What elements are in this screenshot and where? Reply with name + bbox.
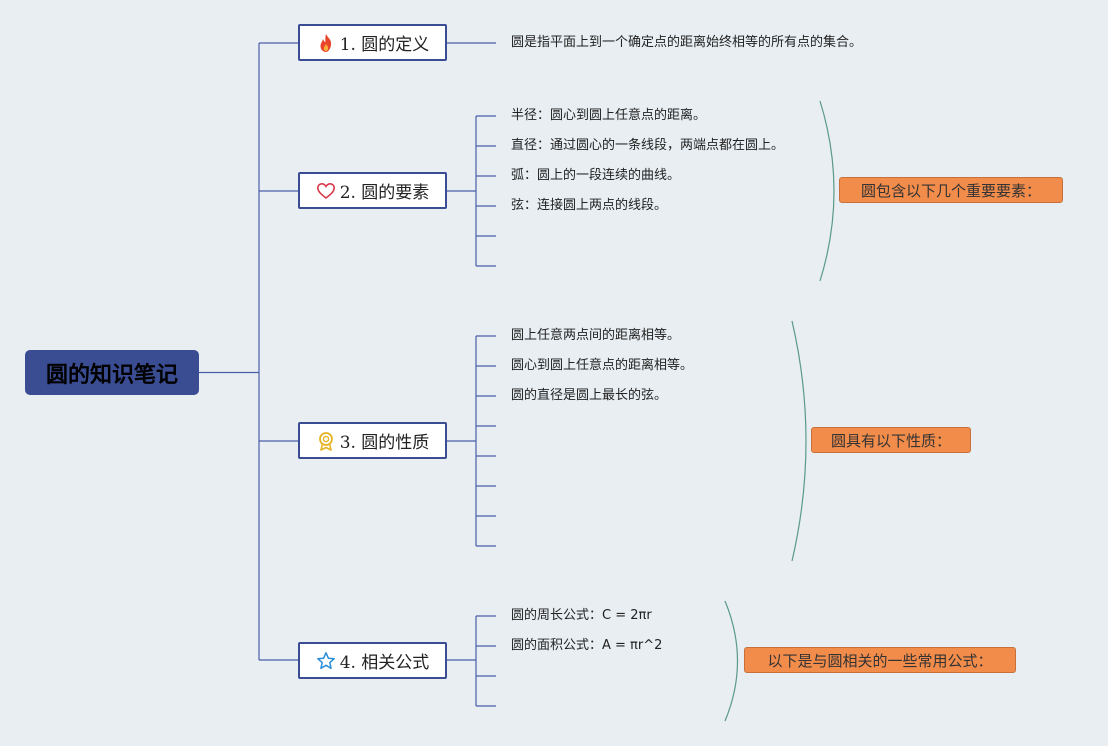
heart-icon	[316, 181, 336, 201]
branch-label: 3. 圆的性质	[339, 433, 430, 453]
root-topic[interactable]: 圆的知识笔记	[25, 350, 199, 395]
medal-icon	[316, 431, 336, 451]
branch-formulas[interactable]: 4. 相关公式	[298, 642, 447, 679]
leaf-item: 圆的面积公式：A = πr^2	[511, 638, 663, 653]
leaf-item: 半径：圆心到圆上任意点的距离。	[511, 108, 707, 123]
summary-formulas[interactable]: 以下是与圆相关的一些常用公式：	[744, 647, 1016, 673]
fire-icon	[316, 33, 336, 53]
branch-properties[interactable]: 3. 圆的性质	[298, 422, 447, 459]
leaf-item: 弧：圆上的一段连续的曲线。	[511, 168, 681, 183]
summary-label: 圆具有以下性质：	[830, 431, 951, 450]
branch-elements[interactable]: 2. 圆的要素	[298, 172, 447, 209]
summary-elements[interactable]: 圆包含以下几个重要要素：	[839, 177, 1063, 203]
branch-label: 4. 相关公式	[339, 653, 430, 673]
summary-properties[interactable]: 圆具有以下性质：	[811, 427, 971, 453]
summary-brace-2	[819, 100, 835, 282]
summary-label: 圆包含以下几个重要要素：	[860, 181, 1041, 200]
leaf-item: 圆心到圆上任意点的距离相等。	[511, 358, 694, 373]
leaf-item: 圆是指平面上到一个确定点的距离始终相等的所有点的集合。	[511, 35, 863, 50]
leaf-item: 圆上任意两点间的距离相等。	[511, 328, 681, 343]
branch-label: 2. 圆的要素	[339, 183, 430, 203]
root-title: 圆的知识笔记	[45, 362, 178, 388]
leaf-item: 弦：连接圆上两点的线段。	[511, 198, 668, 213]
leaf-item: 圆的周长公式：C = 2πr	[511, 608, 652, 623]
summary-brace-3	[791, 320, 807, 562]
leaf-item: 直径：通过圆心的一条线段，两端点都在圆上。	[511, 138, 785, 153]
star-icon	[316, 651, 336, 671]
summary-brace-4	[724, 600, 739, 722]
branch-label: 1. 圆的定义	[339, 35, 430, 55]
leaf-item: 圆的直径是圆上最长的弦。	[511, 388, 668, 403]
branch-definition[interactable]: 1. 圆的定义	[298, 24, 447, 61]
summary-label: 以下是与圆相关的一些常用公式：	[767, 651, 993, 670]
